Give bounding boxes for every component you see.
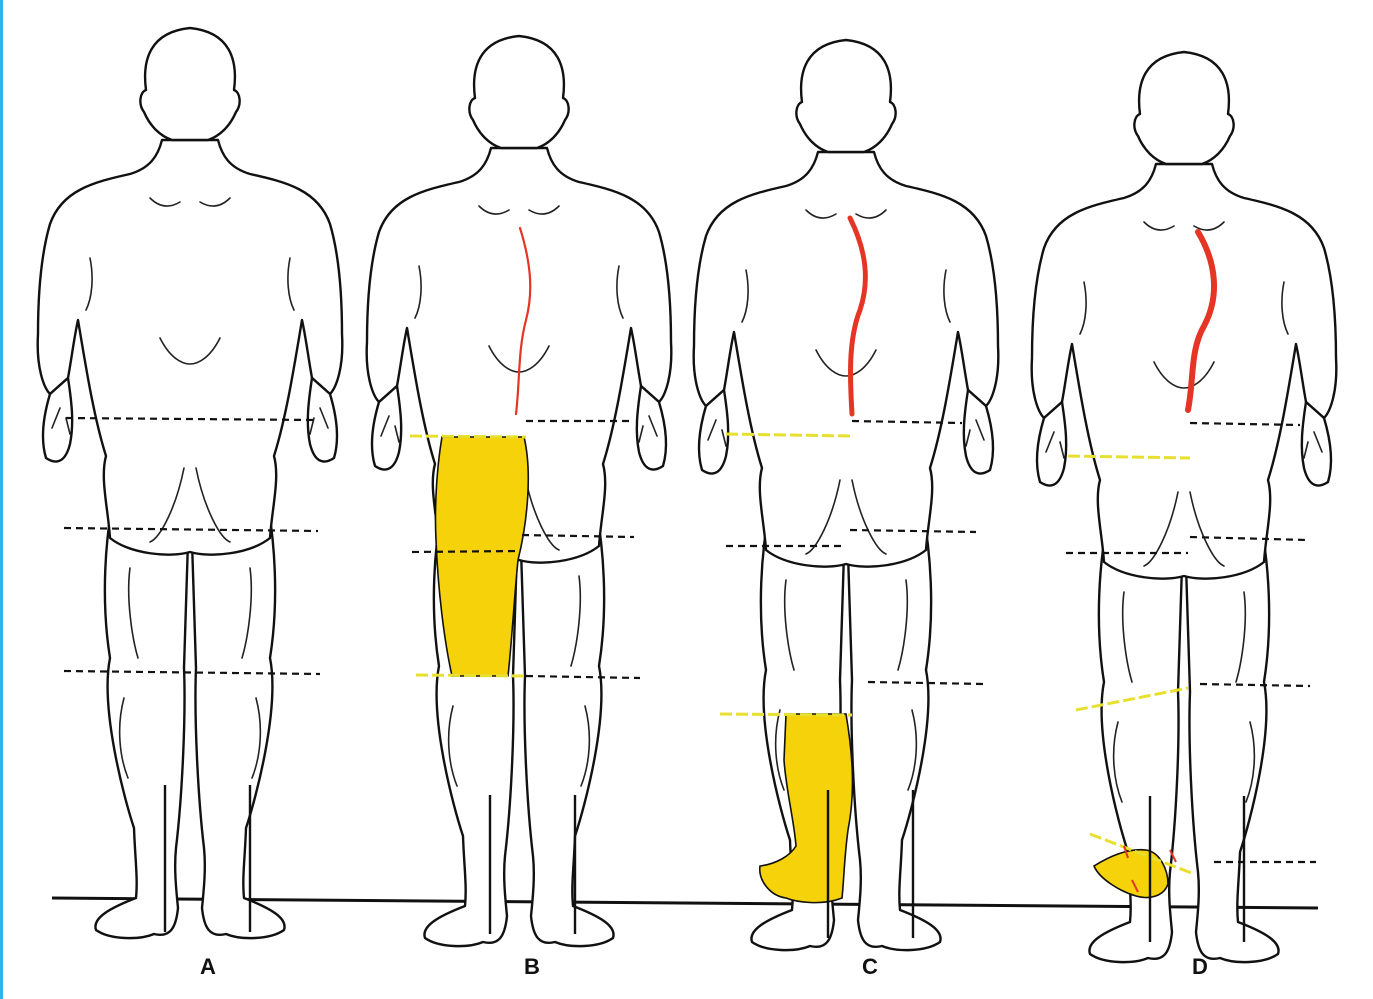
panel-d-label: D (1192, 954, 1208, 979)
figure-panel-c: C (694, 40, 999, 979)
human-figure-d (1032, 52, 1337, 962)
panel-d-shaded-foot (1094, 850, 1168, 898)
figure-panel-d: D (1032, 52, 1337, 979)
panel-c-label: C (862, 954, 878, 979)
panel-a-label: A (200, 954, 216, 979)
figure-panel-a: A (38, 28, 343, 979)
panel-b-hip-reference-yellow (410, 436, 526, 437)
panel-b-label: B (524, 954, 540, 979)
human-figure-a (38, 28, 343, 938)
panel-c-knee-reference-yellow (720, 714, 852, 715)
panel-a-knee-reference (64, 671, 320, 674)
figure-panel-b: B (367, 36, 672, 979)
